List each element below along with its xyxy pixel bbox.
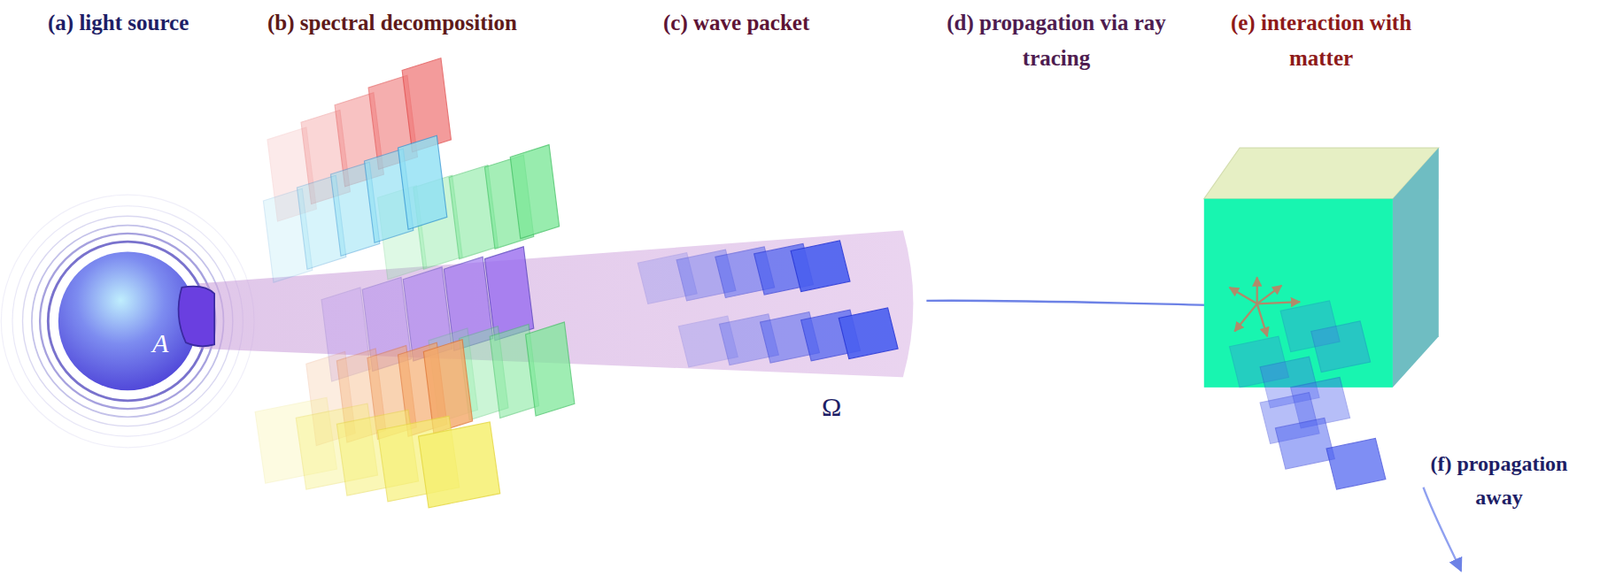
panel-title: (c) wave packet	[663, 5, 876, 41]
panel-title: (a) light source	[47, 5, 279, 41]
area-symbol: A	[152, 322, 188, 365]
solid-angle-symbol: Ω	[821, 386, 858, 429]
panel-title: (d) propagation via ray tracing	[936, 5, 1176, 77]
panel-title: (e) interaction with matter	[1228, 5, 1415, 77]
panel-title: (b) spectral decomposition	[267, 5, 604, 41]
panel-title: (f) propagation away	[1404, 447, 1594, 516]
